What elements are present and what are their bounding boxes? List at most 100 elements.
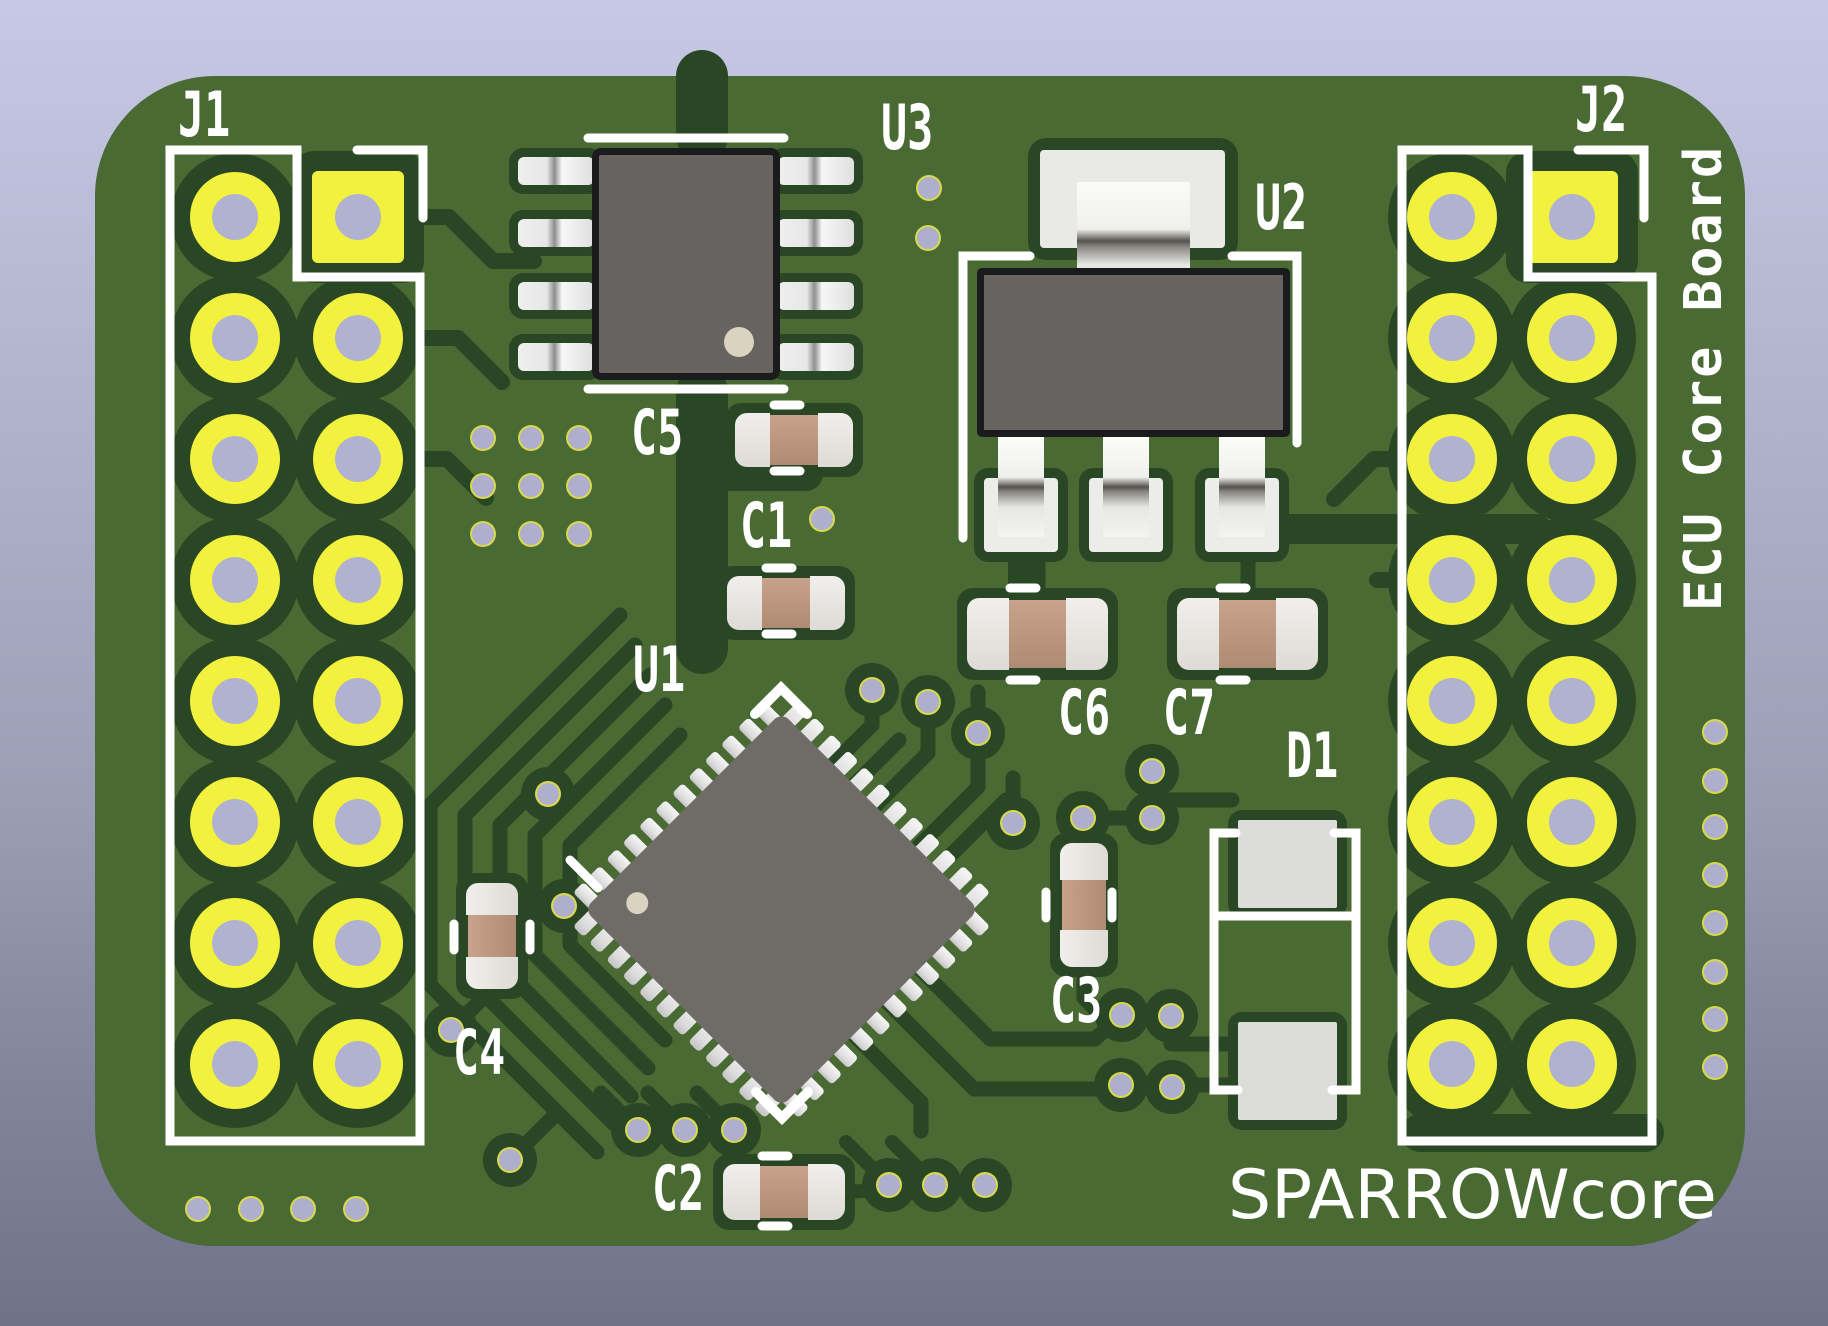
via <box>674 1119 696 1141</box>
via <box>1704 770 1726 792</box>
capacitor-part <box>723 1164 760 1220</box>
pad-hole <box>335 1041 381 1087</box>
pad-hole <box>1549 678 1595 724</box>
pad-hole <box>335 436 381 482</box>
capacitor-part <box>762 578 810 628</box>
pad-hole <box>335 799 381 845</box>
capacitor-part <box>1062 880 1106 930</box>
capacitor-part <box>818 413 853 467</box>
via <box>1704 1056 1726 1078</box>
pad-hole <box>1429 920 1475 966</box>
reference-designator-c4: C4 <box>453 1016 506 1089</box>
pad-hole <box>1429 799 1475 845</box>
soic-pin <box>518 343 594 371</box>
pad-hole <box>1429 436 1475 482</box>
capacitor-c2 <box>723 1164 845 1220</box>
via <box>292 1198 314 1220</box>
capacitor-part <box>1177 598 1219 670</box>
regulator-body <box>977 268 1290 437</box>
capacitor-part <box>760 1166 808 1218</box>
via <box>187 1198 209 1220</box>
capacitor-part <box>808 1164 845 1220</box>
via <box>723 1119 745 1141</box>
via <box>917 227 939 249</box>
via <box>1704 864 1726 886</box>
capacitor-part <box>1009 600 1066 668</box>
via <box>1072 807 1094 829</box>
capacitor-part <box>735 413 770 467</box>
pad-hole <box>1549 799 1595 845</box>
reference-designator-c6: C6 <box>1058 676 1111 749</box>
via <box>499 1149 521 1171</box>
pad-hole <box>1429 678 1475 724</box>
capacitor-part <box>967 598 1009 670</box>
via <box>240 1198 262 1220</box>
via <box>924 1174 946 1196</box>
diode-pad <box>1238 1022 1337 1120</box>
via <box>568 427 590 449</box>
via <box>974 1174 996 1196</box>
via <box>520 475 542 497</box>
pad-hole <box>1429 1041 1475 1087</box>
capacitor-part <box>468 915 516 957</box>
capacitor-part <box>1219 600 1276 668</box>
via <box>568 475 590 497</box>
brand-text: SPARROWcore <box>1228 1156 1717 1235</box>
pad-hole <box>1429 315 1475 361</box>
capacitor-part <box>466 883 518 915</box>
via <box>472 427 494 449</box>
capacitor-c5 <box>735 413 853 467</box>
reference-designator-c1: C1 <box>740 489 793 562</box>
via <box>345 1198 367 1220</box>
pad-hole <box>1549 194 1595 240</box>
via <box>1141 760 1163 782</box>
soic-pin <box>778 157 854 185</box>
capacitor-part <box>1066 598 1108 670</box>
pad-hole <box>212 557 258 603</box>
capacitor-part <box>727 576 762 630</box>
pad-hole <box>212 315 258 361</box>
via <box>440 1019 462 1041</box>
via <box>1704 961 1726 983</box>
pad-hole <box>1429 194 1475 240</box>
pad-hole <box>335 194 381 240</box>
via <box>1160 1005 1182 1027</box>
via <box>1002 812 1024 834</box>
reference-designator-j2: J2 <box>1575 73 1628 146</box>
soic-pin <box>518 219 594 247</box>
via <box>520 427 542 449</box>
pad-hole <box>1549 436 1595 482</box>
edge-label-text: ECU Core Board <box>1674 144 1734 611</box>
pin1-dot <box>724 327 754 357</box>
capacitor-c4 <box>466 883 518 989</box>
via <box>917 691 939 713</box>
via <box>1704 1008 1726 1030</box>
capacitor-c1 <box>727 576 845 630</box>
via <box>1704 912 1726 934</box>
regulator-lead <box>1219 437 1265 537</box>
pad-hole <box>212 920 258 966</box>
pad-hole <box>335 315 381 361</box>
reference-designator-c2: C2 <box>652 1152 705 1225</box>
pad-hole <box>1549 1041 1595 1087</box>
capacitor-part <box>1276 598 1318 670</box>
soic-pin <box>778 282 854 310</box>
reference-designator-c7: C7 <box>1163 676 1216 749</box>
via <box>918 177 940 199</box>
diode-pad <box>1238 820 1337 908</box>
via <box>1111 1004 1133 1026</box>
via <box>878 1174 900 1196</box>
via <box>627 1119 649 1141</box>
via <box>967 722 989 744</box>
reference-designator-u3: U3 <box>881 91 934 164</box>
capacitor-part <box>770 415 818 465</box>
capacitor-c7 <box>1177 598 1318 670</box>
via <box>1110 1074 1132 1096</box>
via <box>1704 816 1726 838</box>
pad-hole <box>335 920 381 966</box>
reference-designator-c3: C3 <box>1050 964 1103 1037</box>
via <box>553 895 575 917</box>
soic-pin <box>778 343 854 371</box>
pad-hole <box>335 678 381 724</box>
